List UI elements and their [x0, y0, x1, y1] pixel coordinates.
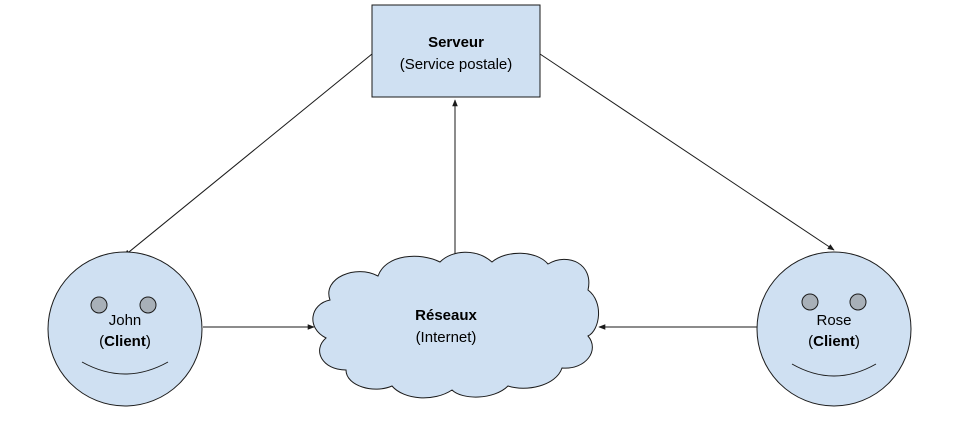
- smile-mouth-icon: [791, 363, 877, 377]
- smile-mouth-icon: [81, 361, 169, 375]
- cloud-icon: [312, 251, 599, 399]
- left-eye-icon: [90, 296, 108, 314]
- left-eye-icon: [801, 293, 819, 311]
- client-rose-role: (Client): [808, 333, 860, 350]
- connectors: [123, 53, 835, 330]
- network-subtitle: (Internet): [416, 329, 477, 346]
- arrow-server-to-rose: [539, 53, 835, 251]
- server-subtitle: (Service postale): [400, 56, 513, 73]
- client-rose-node: Rose (Client): [756, 251, 912, 407]
- server-box: [371, 4, 541, 98]
- smiley-face-icon: [47, 251, 203, 407]
- network-node: Réseaux (Internet): [312, 251, 599, 399]
- server-title: Serveur: [428, 34, 484, 51]
- right-eye-icon: [139, 296, 157, 314]
- client-rose-role-label: Client: [813, 333, 855, 350]
- network-title: Réseaux: [415, 307, 477, 324]
- server-node: Serveur (Service postale): [371, 4, 541, 98]
- client-john-role-label: Client: [104, 333, 146, 350]
- right-eye-icon: [849, 293, 867, 311]
- smiley-face-icon: [756, 251, 912, 407]
- client-john-role: (Client): [99, 333, 151, 350]
- client-john-name: John: [109, 312, 142, 329]
- arrow-server-to-john: [123, 53, 373, 257]
- client-rose-name: Rose: [816, 312, 851, 329]
- client-john-node: John (Client): [47, 251, 203, 407]
